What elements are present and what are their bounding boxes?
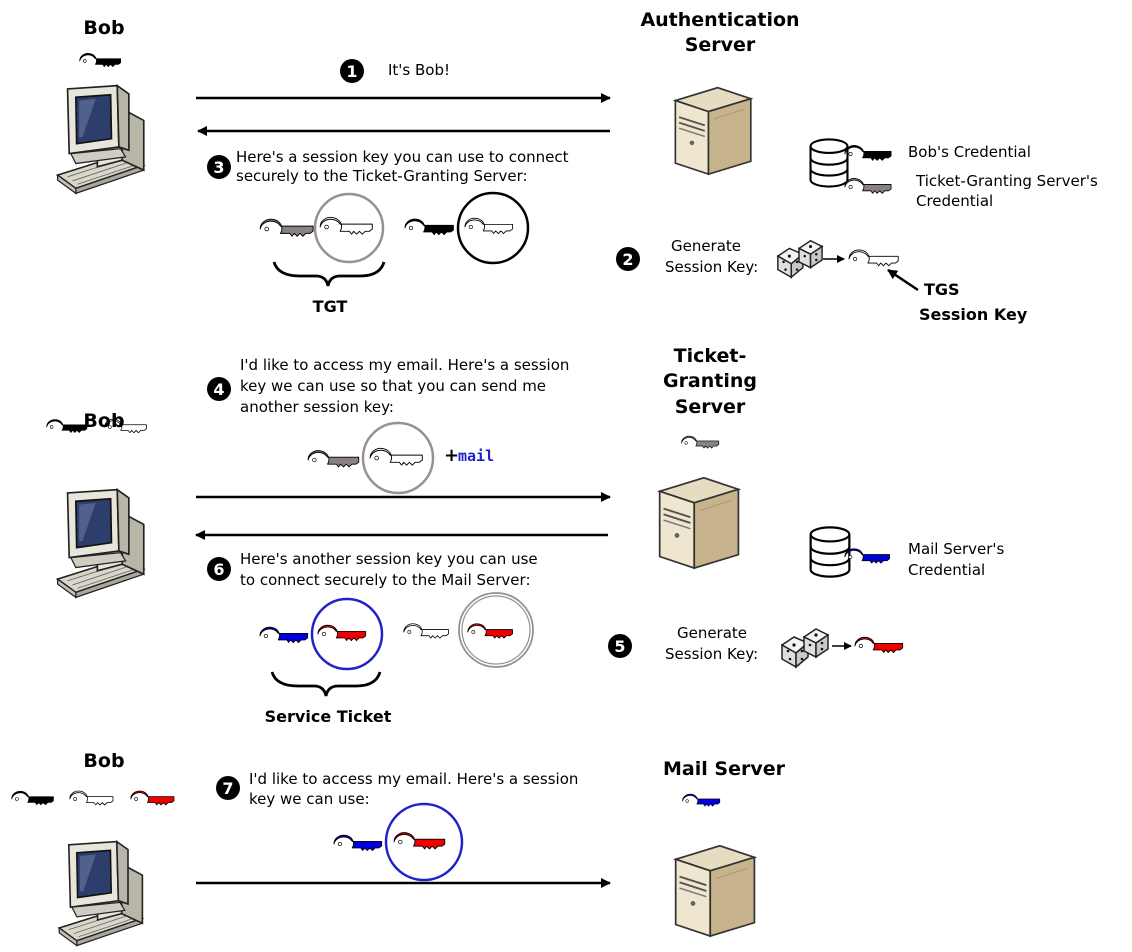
generate-session-key-label-line2: Session Key:	[665, 645, 759, 663]
key-icon	[844, 144, 892, 161]
auth-server-title-line1: Authentication	[640, 9, 800, 31]
tgs-credential-label-line2: Credential	[916, 192, 994, 210]
auth-server-title-line2: Server	[684, 34, 756, 56]
server-icon	[658, 476, 740, 570]
computer-icon	[56, 488, 145, 599]
step-3-text-line1: Here's a session key you can use to conn…	[236, 148, 569, 166]
svg-text:5: 5	[614, 637, 625, 656]
key-icon	[259, 218, 314, 237]
step-6-text-line2: to connect securely to the Mail Server:	[240, 571, 531, 589]
svg-text:6: 6	[213, 560, 224, 579]
step-4-text-line1: I'd like to access my email. Here's a se…	[240, 356, 570, 374]
svg-text:1: 1	[346, 62, 357, 81]
bob-label: Bob	[83, 17, 125, 39]
computer-icon	[56, 84, 145, 195]
computer-icon	[58, 840, 144, 947]
key-icon	[11, 790, 54, 806]
service-ticket-label: Service Ticket	[264, 707, 392, 726]
key-icon	[404, 218, 454, 236]
mail-credential-label-line1: Mail Server's	[908, 540, 1005, 558]
step-4-text-line3: another session key:	[240, 398, 394, 416]
key-icon	[854, 636, 904, 654]
plus-sign: +	[444, 445, 460, 466]
tgs-title-line1: Ticket-	[673, 345, 747, 367]
key-icon	[848, 249, 899, 267]
step-badge-2: 2	[616, 247, 640, 271]
mail-server-title: Mail Server	[663, 758, 785, 780]
step-3-text-line2: securely to the Ticket-Granting Server:	[236, 167, 528, 185]
key-icon	[259, 626, 309, 644]
step-6-text-line1: Here's another session key you can use	[240, 550, 538, 568]
key-icon	[307, 450, 360, 468]
step-badge-6: 6	[207, 557, 231, 581]
bob-label: Bob	[83, 410, 125, 432]
key-icon	[69, 790, 114, 806]
step-badge-5: 5	[608, 634, 632, 658]
mail-keyword: mail	[458, 447, 495, 465]
tgs-title-line3: Server	[674, 396, 746, 418]
key-icon	[682, 793, 721, 807]
brace-icon	[272, 261, 386, 287]
key-icon	[844, 548, 891, 564]
database-icon	[809, 138, 849, 188]
step-badge-4: 4	[207, 377, 231, 401]
generate-session-key-label-line1: Generate	[676, 624, 748, 642]
tgt-label: TGT	[312, 297, 348, 316]
step-badge-3: 3	[207, 155, 231, 179]
step-4-text-line2: key we can use so that you can send me	[240, 377, 547, 395]
server-icon	[674, 844, 756, 938]
generate-session-key-label-line2: Session Key:	[665, 258, 759, 276]
encryption-ring	[461, 595, 531, 665]
tgs-credential-label-line1: Ticket-Granting Server's	[916, 172, 1098, 190]
dice-icon	[781, 628, 829, 668]
svg-text:7: 7	[222, 779, 233, 798]
svg-text:2: 2	[622, 250, 633, 269]
key-icon	[844, 177, 892, 194]
bob-label: Bob	[83, 750, 125, 772]
step-badge-1: 1	[340, 59, 364, 83]
step-7-text-line1: I'd like to access my email. Here's a se…	[249, 770, 579, 788]
mail-credential-label-line2: Credential	[908, 561, 986, 579]
svg-text:3: 3	[213, 158, 224, 177]
arrow-icon	[887, 268, 919, 292]
database-icon	[809, 526, 851, 578]
brace-icon	[270, 671, 382, 697]
tgs-title-line2: Granting	[662, 370, 758, 392]
bobs-credential-label: Bob's Credential	[908, 143, 1031, 161]
key-icon	[333, 834, 383, 852]
step-7-text-line2: key we can use:	[249, 790, 370, 808]
key-icon	[681, 435, 720, 449]
step-1-text: It's Bob!	[388, 61, 451, 79]
key-icon	[79, 52, 122, 68]
step-badge-7: 7	[216, 776, 240, 800]
server-icon	[674, 86, 752, 176]
tgs-session-key-label-line1: TGS	[924, 280, 960, 299]
tgs-session-key-label-line2: Session Key	[919, 305, 1028, 324]
key-icon	[403, 623, 450, 639]
generate-session-key-label-line1: Generate	[670, 237, 742, 255]
dice-icon	[777, 239, 823, 279]
svg-text:4: 4	[213, 380, 224, 399]
key-icon	[130, 790, 175, 806]
